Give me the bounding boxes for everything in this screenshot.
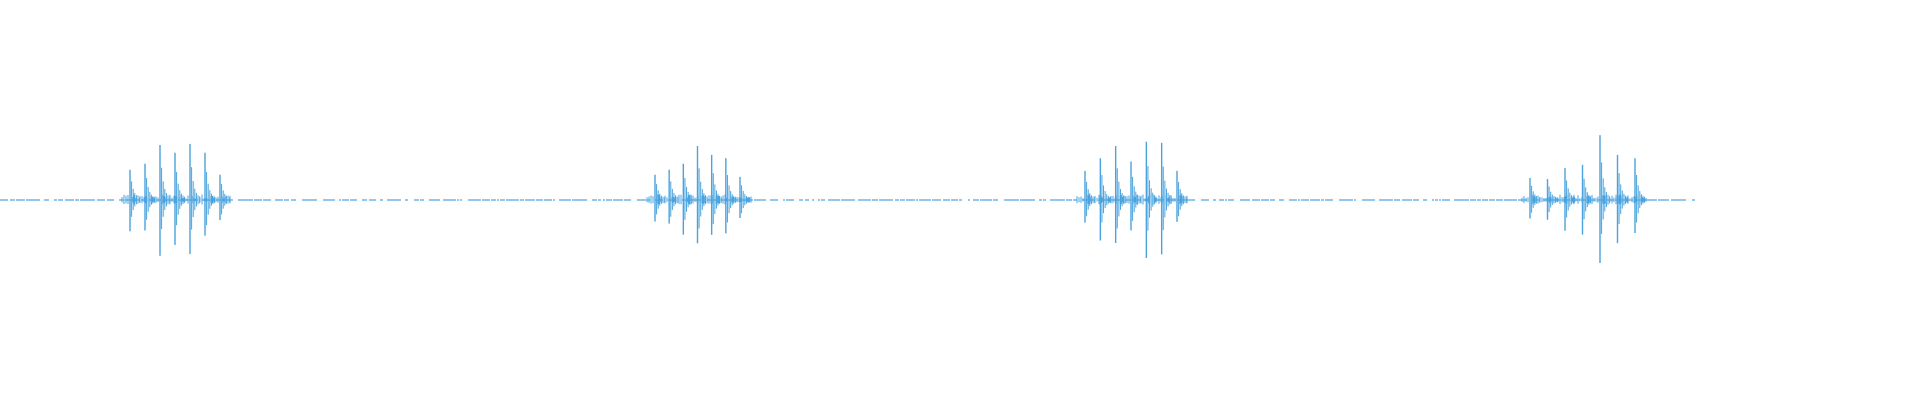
burst-4 [1521,135,1647,264]
burst-1 [121,143,231,256]
waveform-bursts [121,135,1647,264]
burst-3 [1076,141,1188,259]
burst-2 [646,146,752,244]
